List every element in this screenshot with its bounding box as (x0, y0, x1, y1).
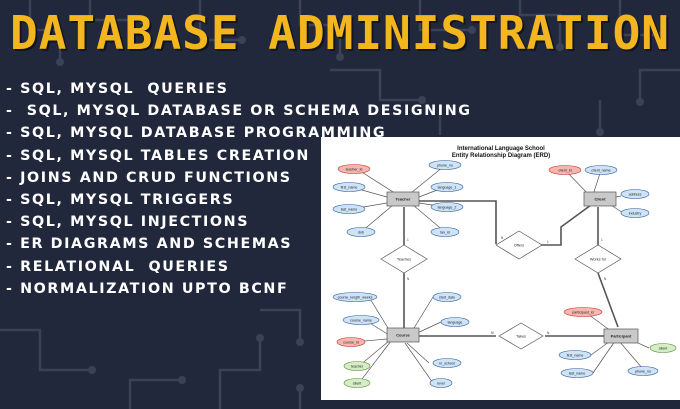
attr-participant-first-name: first_name (567, 353, 584, 357)
entity-course: Course (396, 332, 411, 337)
attr-course-client: client (353, 381, 361, 385)
list-item: - SQL, MYSQL TABLES CREATION (6, 147, 310, 164)
rel-takes: Takes (516, 334, 526, 338)
card-teaches-course: N (407, 277, 410, 281)
list-item: - RELATIONAL QUERIES (6, 258, 230, 275)
attr-start-date: start_date (439, 295, 455, 299)
attr-language-2: language_2 (438, 205, 457, 209)
attr-course-name: course_name (350, 318, 372, 322)
rel-teaches: Teaches (397, 257, 411, 261)
attr-phone-no: phone_no (437, 163, 453, 167)
card-takes-participant: N (547, 331, 550, 335)
attr-level: level (437, 381, 445, 385)
card-teacher-offers: N (501, 236, 504, 240)
attr-participant-id: participant_id (572, 310, 593, 314)
card-course-takes: M (491, 331, 494, 335)
list-item: - SQL, MYSQL INJECTIONS (6, 214, 250, 231)
card-offers-client: 1 (547, 240, 549, 244)
attr-course-teacher: teacher (351, 364, 364, 368)
attr-language: language (448, 320, 463, 324)
entity-client: Client (594, 196, 606, 201)
list-item: - SQL, MYSQL QUERIES (6, 81, 229, 97)
attr-first-name: first_name (341, 185, 358, 189)
attr-participant-client: client (659, 346, 667, 350)
erd-diagram: International Language School Entity Rel… (332, 146, 677, 388)
list-item: - JOINS AND CRUD FUNCTIONS (6, 169, 292, 186)
attr-course-length: course_length_weeks (338, 295, 373, 299)
feature-list: - SQL, MYSQL QUERIES - SQL, MYSQL DATABA… (6, 78, 472, 300)
entity-teacher: Teacher (395, 196, 410, 201)
attr-teacher-id: teacher_id (346, 167, 363, 171)
attr-course-id: course_id (343, 340, 359, 344)
page-title: DATABASE ADMINISTRATION (10, 6, 670, 60)
rel-offers: Offers (514, 243, 524, 247)
attr-dob: dob (358, 230, 364, 234)
attr-participant-last-name: last_name (569, 371, 586, 375)
erd-image: International Language School Entity Rel… (321, 137, 680, 400)
list-item: - SQL, MYSQL TRIGGERS (6, 192, 235, 209)
attr-client-id: client_id (558, 168, 571, 172)
attr-last-name: last_name (341, 207, 358, 211)
erd-title: International Language School (457, 146, 545, 152)
attr-client-name: client_name (591, 168, 610, 172)
list-item: - ER DIAGRAMS AND SCHEMAS (6, 236, 293, 253)
card-teacher-teaches: 1 (407, 238, 409, 242)
erd-subtitle: Entity Relationship Diagram (ERD) (452, 153, 550, 159)
attr-industry: industry (629, 211, 642, 215)
card-works-participant: N (604, 277, 607, 281)
attr-in-school: in_school (439, 361, 454, 365)
card-client-works: 1 (601, 238, 603, 242)
attr-participant-phone: phone_no (635, 369, 651, 373)
attr-address: address (629, 192, 642, 196)
list-item: - SQL, MYSQL DATABASE OR SCHEMA DESIGNIN… (6, 103, 472, 120)
rel-works-for: Works for (590, 257, 607, 261)
attr-language-1: language_1 (438, 185, 457, 189)
entity-participant: Participant (611, 333, 632, 338)
list-item: - NORMALIZATION UPTO BCNF (6, 280, 289, 297)
attr-tax-id: tax_id (440, 230, 450, 234)
